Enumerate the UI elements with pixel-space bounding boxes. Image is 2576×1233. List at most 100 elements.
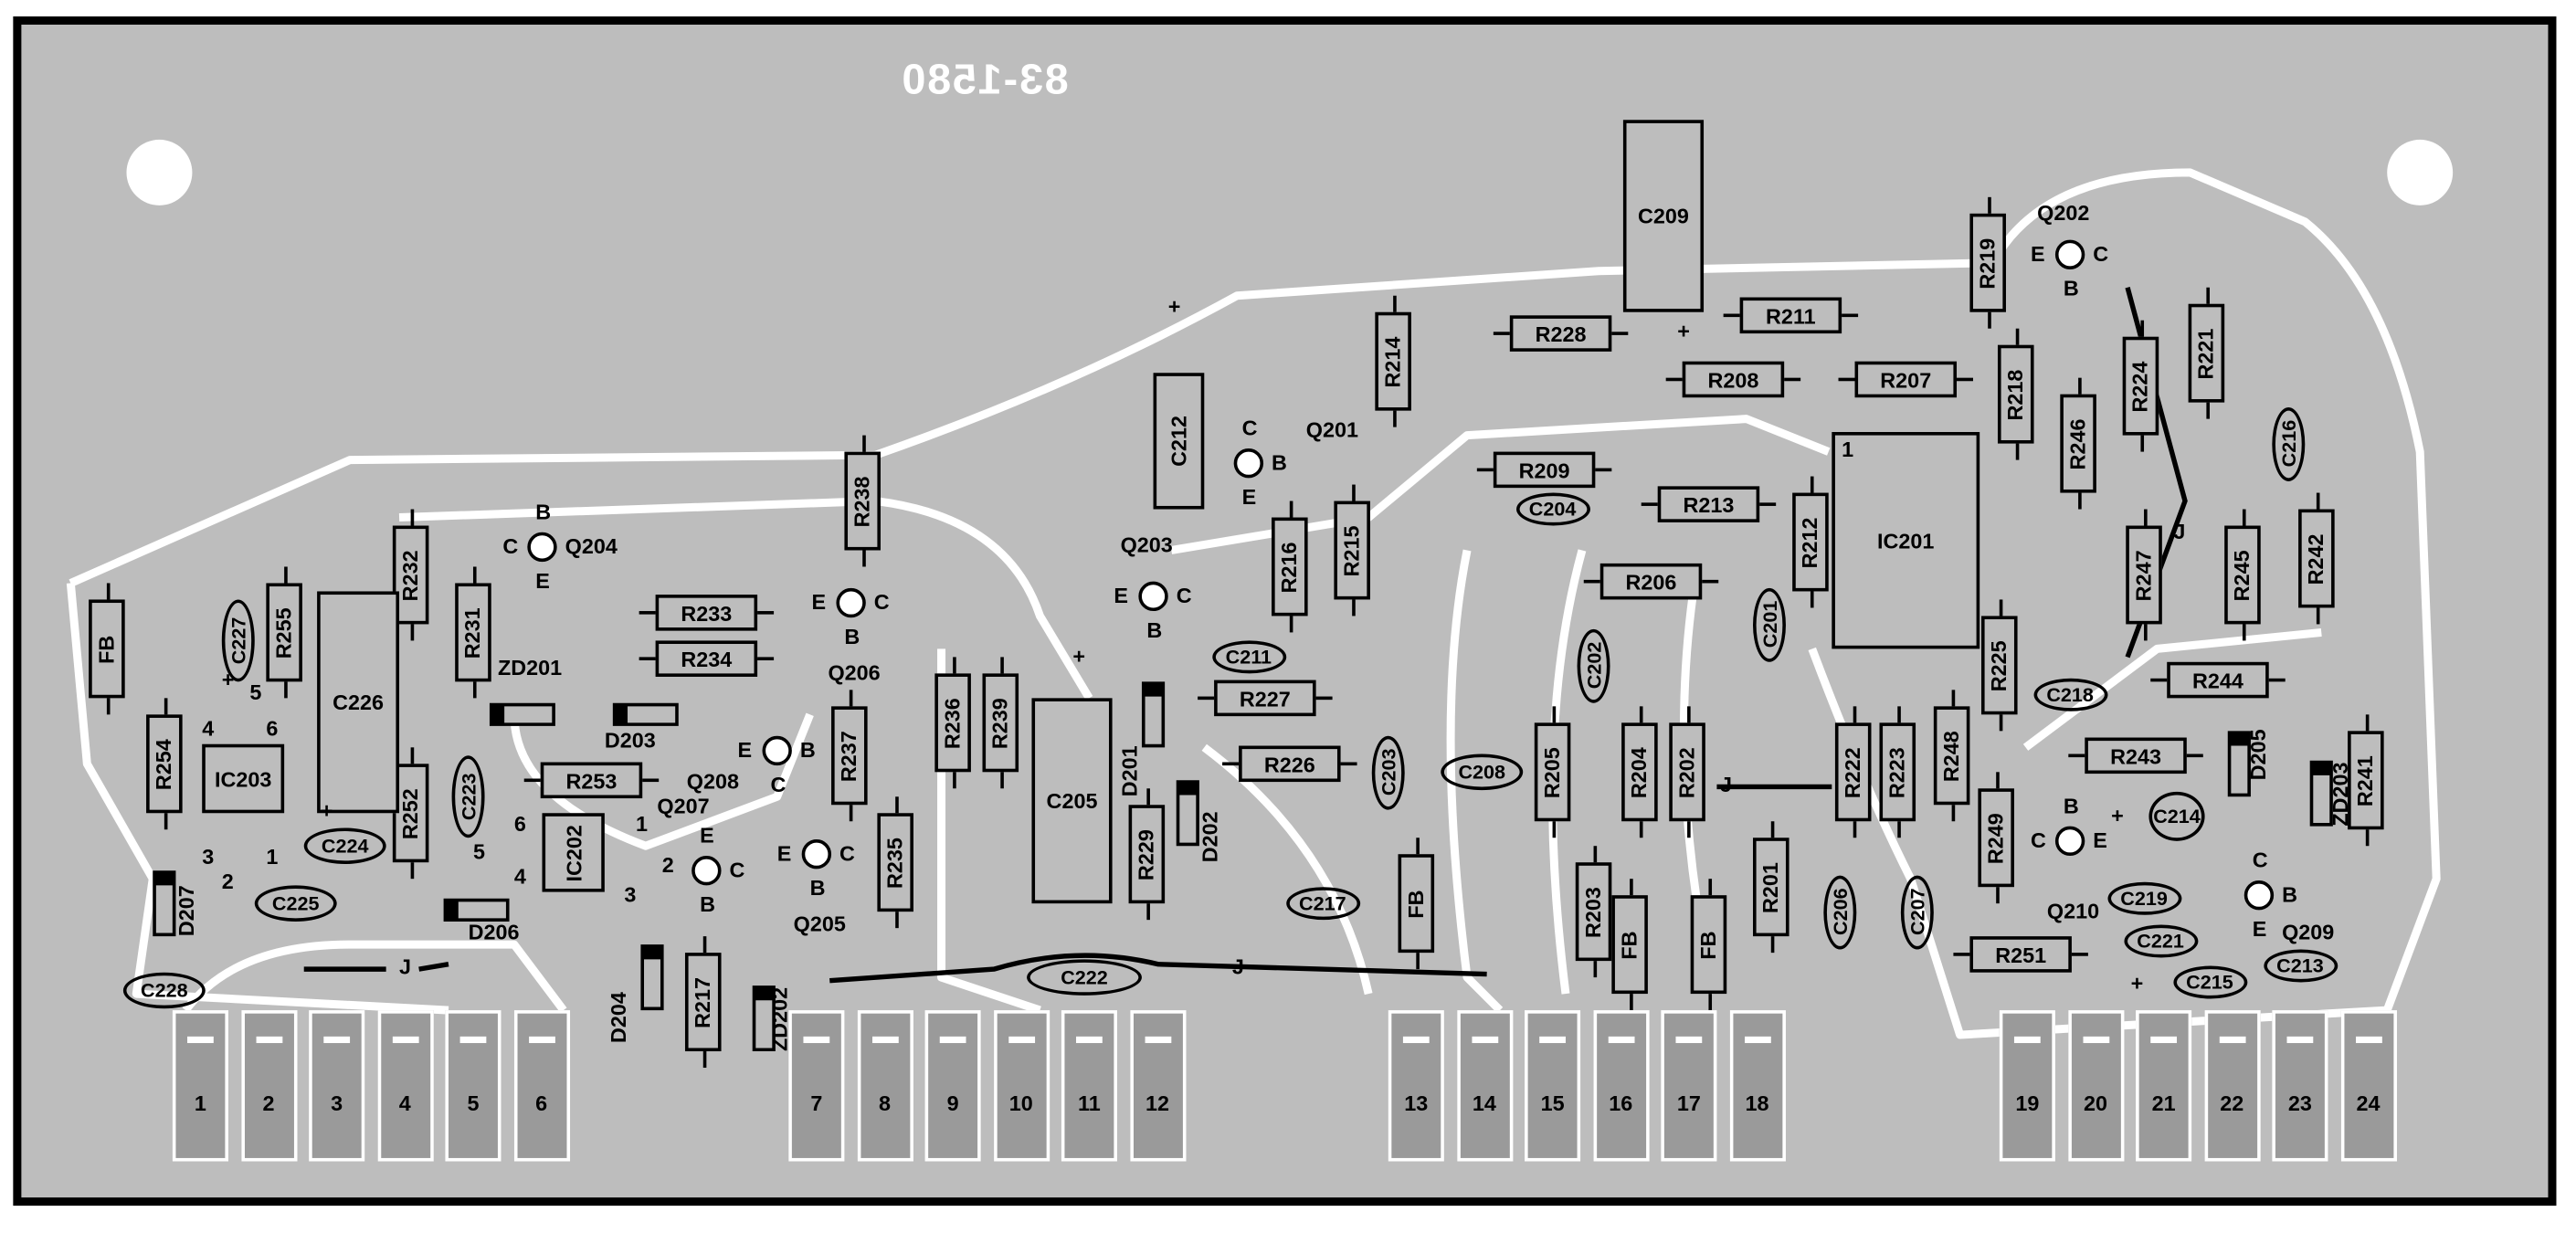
resistor-horizontal: R233 [639,595,775,631]
ceramic-capacitor: C208 [1441,754,1524,791]
ceramic-capacitor: C207 [1900,874,1934,949]
transistor-pin: C [2030,827,2046,853]
pad-number: 10 [1008,1091,1033,1116]
transistor-symbol [2243,880,2275,911]
resistor-vertical: R201 [1752,821,1789,954]
resistor-vertical: R248 [1933,690,1970,822]
resistor-vertical-label: R245 [2230,549,2255,601]
resistor-vertical-label: R229 [1134,828,1159,880]
transistor-symbol [801,839,832,869]
resistor-vertical: R218 [1997,328,2034,460]
ceramic-capacitor: C214 [2148,791,2205,841]
resistor-horizontal: R209 [1476,451,1612,489]
jumper-label: J [1720,772,1733,797]
resistor-horizontal: R207 [1838,361,1973,398]
transistor-pin: B [2063,276,2079,301]
ceramic-capacitor: C224 [303,827,386,865]
transistor-pin: B [2063,793,2079,818]
resistor-vertical: R221 [2188,287,2225,419]
resistor-vertical: R216 [1272,501,1308,633]
resistor-vertical: R238 [844,435,881,567]
ceramic-capacitor-label: C225 [271,891,320,915]
resistor-vertical: R246 [2060,377,2096,510]
transistor-symbol [2054,826,2085,857]
electrolytic-capacitor: C205 [1031,698,1113,904]
ceramic-capacitor: C215 [2172,965,2247,999]
transistor-label: Q207 [657,793,710,818]
resistor-horizontal-label: R228 [1535,321,1587,346]
ceramic-capacitor: C218 [2032,678,2107,711]
resistor-horizontal-label: R227 [1239,685,1291,711]
resistor-vertical: R224 [2122,320,2159,452]
transistor-pin: C [873,589,890,615]
connector-pad-19: 19 [1999,1010,2055,1162]
transistor-label: Q202 [2037,200,2090,226]
jumper-wire [303,962,449,972]
resistor-horizontal: R226 [1222,745,1357,783]
resistor-vertical-label: R224 [2127,360,2153,412]
pad-number: 4 [398,1091,411,1116]
connector-pad-7: 7 [788,1010,845,1162]
resistor-horizontal: R228 [1493,315,1629,352]
resistor-vertical: R247 [2126,509,2162,641]
ceramic-capacitor: C203 [1371,734,1405,809]
integrated-circuit-label: IC202 [561,824,586,881]
resistor-horizontal-label: R243 [2110,743,2161,768]
resistor-vertical: R237 [831,690,868,822]
resistor-horizontal-label: R209 [1518,457,1570,482]
ceramic-capacitor-label: C217 [1298,891,1346,915]
connector-pad-24: 24 [2339,1010,2397,1162]
diode-label: ZD203 [2328,762,2353,827]
transistor-pin: C [770,772,787,797]
jumper-label: J [399,954,412,979]
resistor-vertical: R217 [684,936,722,1069]
transistor-label: Q201 [1305,416,1359,442]
ceramic-capacitor-label: C218 [2046,683,2094,707]
pad-number: 6 [535,1091,548,1116]
connector-pad-20: 20 [2067,1010,2124,1162]
pad-number: 21 [2151,1091,2176,1116]
transistor-pin: E [811,589,827,615]
electrolytic-capacitor: C209 [1622,120,1705,312]
diode [752,985,776,1052]
integrated-circuit-label: IC203 [214,766,272,791]
integrated-circuit: IC201 [1832,432,1980,649]
ceramic-capacitor: C228 [122,972,206,1009]
ceramic-capacitor-label: C216 [2276,419,2300,468]
electrolytic-capacitor-label: C212 [1166,415,1191,467]
resistor-vertical-label: R215 [1339,524,1365,576]
resistor-vertical-label: R255 [271,606,297,659]
transistor-pin: E [1114,583,1128,608]
ceramic-capacitor: C223 [451,755,485,838]
pad-number: 16 [1609,1091,1633,1116]
pad-number: 22 [2220,1091,2244,1116]
transistor-pin: C [502,533,519,559]
resistor-vertical: R203 [1575,846,1612,978]
ic-pin-number: 1 [636,811,649,837]
resistor-vertical: R204 [1621,706,1658,838]
transistor-pin: B [535,499,552,524]
resistor-vertical: R214 [1375,295,1411,427]
diode-label: ZD202 [766,986,792,1052]
resistor-horizontal-label: R244 [2192,668,2243,693]
resistor-vertical-label: R205 [1540,746,1566,798]
electrolytic-capacitor-label: C209 [1638,204,1689,228]
resistor-vertical-label: R232 [398,549,424,601]
connector-pad-16: 16 [1592,1010,1649,1162]
polarity-plus-mark: + [2130,970,2144,996]
transistor-pin: C [1241,416,1258,440]
transistor-pin: C [2093,241,2109,267]
resistor-horizontal: R251 [1953,936,2088,973]
pad-number: 11 [1078,1091,1101,1116]
resistor-horizontal-label: R253 [565,767,618,793]
resistor-horizontal-label: R206 [1625,569,1677,595]
diode [443,898,510,922]
resistor-vertical: R202 [1669,706,1705,838]
transistor-label: Q208 [686,768,739,794]
connector-pad-12: 12 [1129,1010,1186,1162]
ic-pin-number: 6 [266,716,279,742]
resistor-vertical: FB [1690,879,1727,1011]
pad-number: 18 [1745,1091,1769,1116]
ceramic-capacitor: C206 [1823,874,1857,949]
resistor-vertical-label: R204 [1627,746,1652,798]
